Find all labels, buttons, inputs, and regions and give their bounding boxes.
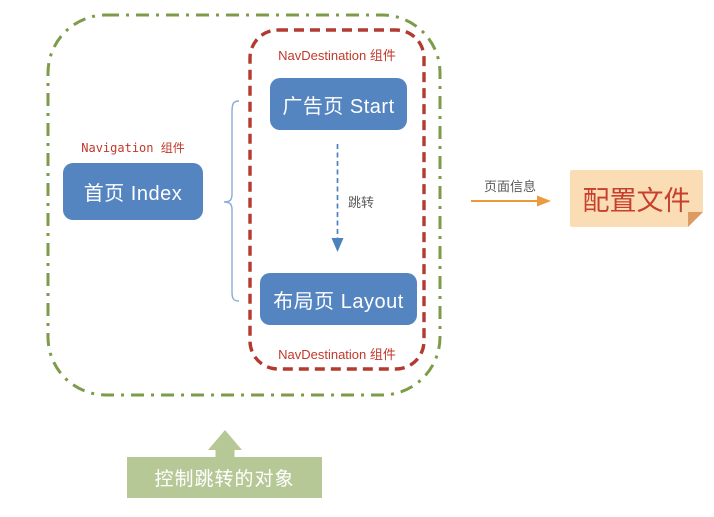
config-file-label: 配置文件: [582, 186, 691, 216]
jump-arrow: [331, 144, 344, 252]
config-file-node: 配置文件: [570, 170, 703, 227]
page-info-arrow: [471, 195, 551, 207]
control-target-box: 控制跳转的对象: [127, 457, 322, 498]
navigation-group-label: Navigation 组件: [81, 141, 185, 155]
navdestination-group-border: [248, 28, 426, 371]
navdestination-label-bottom: NavDestination 组件: [278, 347, 396, 362]
page-info-arrow-label: 页面信息: [483, 179, 536, 194]
folded-corner-icon: [688, 212, 703, 227]
grouping-bracket: [223, 100, 240, 302]
layout-page-node: 布局页 Layout: [260, 273, 417, 325]
start-page-node: 广告页 Start: [270, 78, 407, 130]
index-page-node: 首页 Index: [63, 163, 203, 220]
navdestination-label-top: NavDestination 组件: [278, 48, 396, 63]
navigation-group-border: [46, 13, 442, 397]
control-up-arrow: [208, 430, 242, 458]
jump-arrow-label: 跳转: [348, 195, 375, 210]
